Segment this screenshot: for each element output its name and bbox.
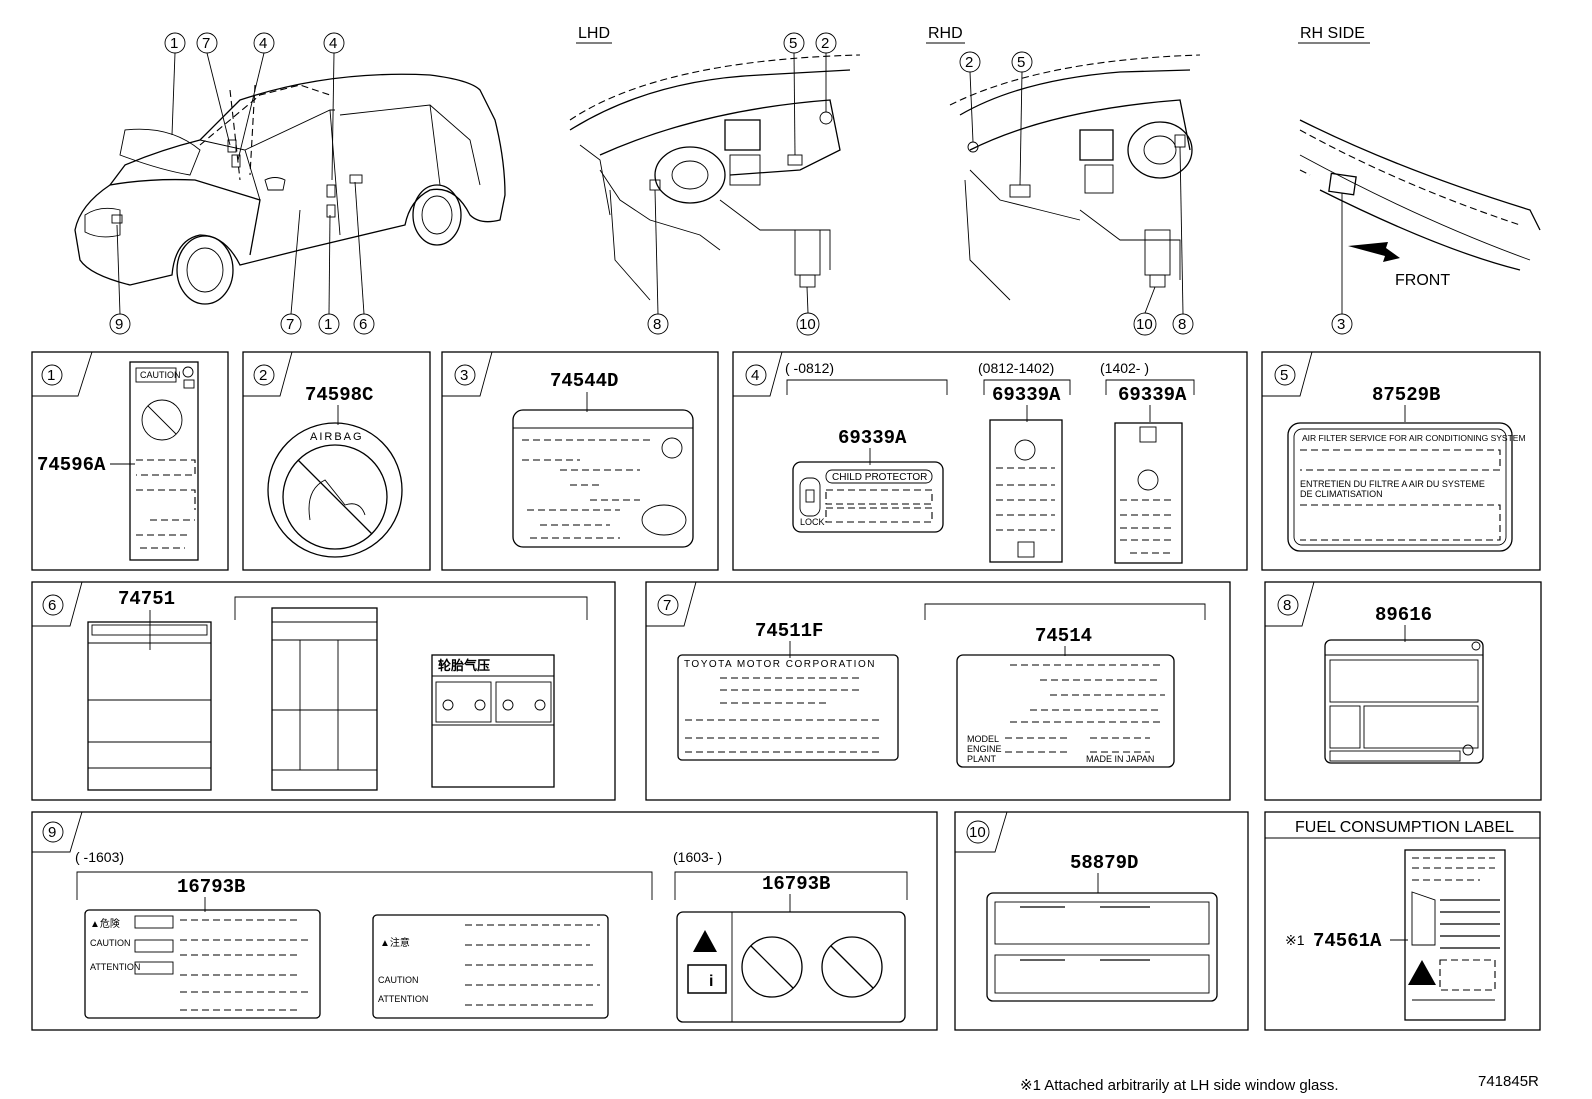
air-filter-line1: AIR FILTER SERVICE FOR AIR CONDITIONING … <box>1302 433 1526 443</box>
callout-8b: 8 <box>1178 316 1186 333</box>
callout-1: 1 <box>170 35 178 52</box>
fuel-mark: ※1 <box>1285 932 1305 948</box>
range-1402: (1402- ) <box>1100 360 1149 376</box>
panel-6-number: 6 <box>48 597 56 614</box>
lock-text: LOCK <box>800 517 825 527</box>
lhd-title: LHD <box>578 25 610 42</box>
diagram-reference: 741845R <box>1478 1073 1539 1090</box>
label-made-in: MADE IN JAPAN <box>1086 754 1154 764</box>
range-0812: ( -0812) <box>785 360 834 376</box>
callout-2b: 2 <box>965 54 973 71</box>
vehicle-illustration <box>74 73 506 305</box>
range-0812-1402: (0812-1402) <box>978 360 1054 376</box>
part-74544D: 74544D <box>550 370 618 392</box>
svg-text:i: i <box>709 973 713 990</box>
callout-7: 7 <box>202 35 210 52</box>
panel-4-number: 4 <box>751 367 759 384</box>
panel-7-number: 7 <box>663 597 671 614</box>
label-engine: ENGINE <box>967 744 1002 754</box>
panel-9: 9 ( -1603) (1603- ) 16793B 16793B ▲危険 CA… <box>31 811 938 1031</box>
panel-9-number: 9 <box>48 824 56 841</box>
part-69339A-a: 69339A <box>838 427 907 449</box>
danger-text: ▲危険 <box>90 918 120 930</box>
part-74561A: 74561A <box>1313 930 1382 952</box>
panel-3: 3 74544D <box>441 351 719 571</box>
top-callouts: 1 7 4 4 9 7 1 6 5 2 8 10 2 5 10 8 3 <box>109 32 1353 336</box>
panel-10-number: 10 <box>969 824 986 841</box>
rhd-dashboard-illustration <box>949 54 1201 301</box>
range-1603-b: (1603- ) <box>673 849 722 865</box>
callout-10b: 10 <box>1136 316 1153 333</box>
range-1603: ( -1603) <box>75 849 124 865</box>
panel-6: 6 74751 轮胎气压 <box>31 581 616 801</box>
caution-text: CAUTION <box>90 938 131 948</box>
fuel-consumption-title: FUEL CONSUMPTION LABEL <box>1295 819 1514 836</box>
part-74514: 74514 <box>1035 625 1092 647</box>
lhd-dashboard-illustration <box>569 54 861 301</box>
part-74751: 74751 <box>118 588 175 610</box>
panel-7: 7 74511F 74514 TOYOTA MOTOR CORPORATION … <box>645 581 1231 801</box>
attention-text: ATTENTION <box>90 962 140 972</box>
callout-10: 10 <box>799 316 816 333</box>
callout-3: 3 <box>1337 316 1345 333</box>
callout-1b: 1 <box>324 316 332 333</box>
callout-4b: 4 <box>329 35 337 52</box>
callout-2: 2 <box>821 35 829 52</box>
front-label: FRONT <box>1395 272 1450 289</box>
rh-side-title: RH SIDE <box>1300 25 1365 42</box>
callout-6: 6 <box>359 316 367 333</box>
panel-3-number: 3 <box>460 367 468 384</box>
panel-1-number: 1 <box>47 367 55 384</box>
panel-8-number: 8 <box>1283 597 1291 614</box>
tire-pressure-chinese: 轮胎气压 <box>438 658 490 673</box>
air-filter-line3: DE CLIMATISATION <box>1300 489 1383 499</box>
callout-4: 4 <box>259 35 267 52</box>
panel-5: 5 87529B AIR FILTER SERVICE FOR AIR COND… <box>1261 351 1541 571</box>
part-74596A: 74596A <box>37 454 106 476</box>
callout-5b: 5 <box>1017 54 1025 71</box>
part-89616: 89616 <box>1375 604 1432 626</box>
panel-10: 10 58879D <box>954 811 1249 1031</box>
panel-4: 4 ( -0812) (0812-1402) (1402- ) 69339A 6… <box>732 351 1248 571</box>
part-58879D: 58879D <box>1070 852 1138 874</box>
label-plant: PLANT <box>967 754 997 764</box>
part-74511F: 74511F <box>755 620 823 642</box>
part-69339A-c: 69339A <box>1118 384 1187 406</box>
panel-2: 2 74598C AIRBAG <box>242 351 431 571</box>
callout-9: 9 <box>115 316 123 333</box>
svg-text:CAUTION: CAUTION <box>140 370 181 380</box>
part-69339A-b: 69339A <box>992 384 1061 406</box>
svg-text:AIRBAG: AIRBAG <box>310 431 364 443</box>
panel-1: 1 74596A CAUTION <box>31 351 229 571</box>
footer-note: ※1 Attached arbitrarily at LH side windo… <box>1020 1077 1339 1094</box>
notice-text: ▲注意 <box>380 936 410 949</box>
rh-side-illustration <box>1299 119 1541 271</box>
panel-2-number: 2 <box>259 367 267 384</box>
label-model: MODEL <box>967 734 999 744</box>
rhd-title: RHD <box>928 25 963 42</box>
part-74598C: 74598C <box>305 384 373 406</box>
panel-8: 8 89616 <box>1264 581 1542 801</box>
toyota-maker: TOYOTA MOTOR CORPORATION <box>684 659 876 670</box>
panel-fuel-consumption: FUEL CONSUMPTION LABEL ※1 74561A <box>1264 811 1541 1031</box>
child-protector-text: CHILD PROTECTOR <box>832 472 927 483</box>
callout-5: 5 <box>789 35 797 52</box>
callout-8: 8 <box>653 316 661 333</box>
air-filter-line2: ENTRETIEN DU FILTRE A AIR DU SYSTEME <box>1300 479 1485 489</box>
part-16793B-a: 16793B <box>177 876 245 898</box>
panel-5-number: 5 <box>1280 367 1288 384</box>
part-87529B: 87529B <box>1372 384 1440 406</box>
callout-7b: 7 <box>286 316 294 333</box>
caution-text-b: CAUTION <box>378 975 419 985</box>
attention-text-b: ATTENTION <box>378 994 428 1004</box>
part-16793B-b: 16793B <box>762 873 830 895</box>
